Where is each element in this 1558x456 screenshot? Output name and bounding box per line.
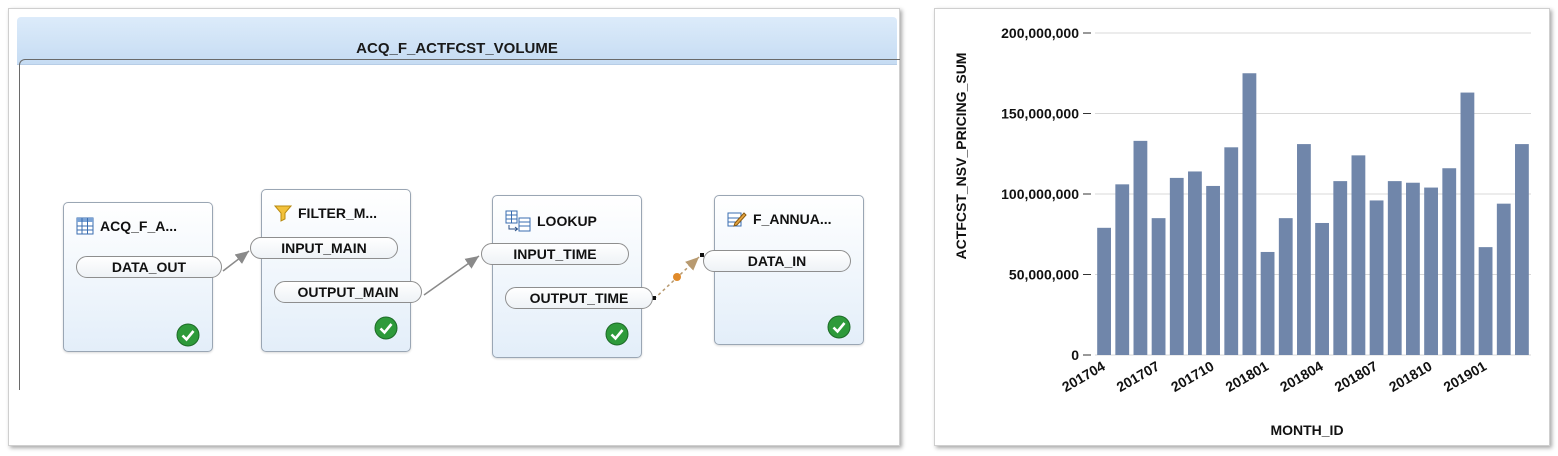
bar-201903[interactable] (1515, 144, 1529, 355)
dataflow-panel: ACQ_F_ACTFCST_VOLUME (8, 8, 900, 446)
connector-output-main-to-input-time[interactable] (423, 255, 480, 296)
bar-201712[interactable] (1242, 73, 1257, 355)
x-tick-label: 201804 (1277, 358, 1326, 395)
check-icon (374, 316, 398, 340)
y-tick-label: 0 (1071, 347, 1079, 363)
bar-201711[interactable] (1224, 147, 1239, 355)
x-tick-label: 201707 (1114, 358, 1163, 395)
port-output-main[interactable]: OUTPUT_MAIN (274, 281, 422, 303)
dataflow-title: ACQ_F_ACTFCST_VOLUME (17, 17, 897, 65)
x-tick-label: 201807 (1332, 358, 1381, 395)
connector-handle-icon[interactable] (673, 273, 681, 281)
bar-201806[interactable] (1351, 155, 1366, 355)
link-end-handle[interactable] (700, 253, 704, 257)
bar-201709[interactable] (1188, 171, 1202, 355)
x-axis-label: MONTH_ID (1270, 422, 1343, 438)
y-tick-label: 50,000,000 (1009, 267, 1079, 283)
node-label: ACQ_F_A... (100, 218, 178, 234)
bar-201901[interactable] (1478, 247, 1493, 355)
bar-201808[interactable] (1387, 181, 1402, 355)
chart-panel: 0 50,000,000 100,000,000 150,000,000 200,000… (934, 8, 1550, 446)
lookup-icon (505, 210, 531, 232)
bar-201704[interactable] (1097, 227, 1111, 355)
x-tick-label: 201801 (1223, 358, 1272, 395)
port-data-out[interactable]: DATA_OUT (76, 256, 222, 278)
bar-201807[interactable] (1369, 200, 1384, 355)
bar-201804[interactable] (1315, 222, 1329, 355)
node-f-annual-target[interactable]: F_ANNUA... DATA_IN (703, 195, 864, 345)
node-label: LOOKUP (537, 213, 597, 229)
connector-data-out-to-input-main[interactable] (222, 250, 250, 272)
bar-201801[interactable] (1260, 251, 1275, 355)
bar-201809[interactable] (1406, 182, 1420, 355)
x-tick-label: 201710 (1168, 358, 1217, 395)
bar-201803[interactable] (1297, 144, 1311, 355)
port-output-time[interactable]: OUTPUT_TIME (505, 287, 653, 309)
bar-chart: 0 50,000,000 100,000,000 150,000,000 200,000… (953, 25, 1531, 438)
bar-201902[interactable] (1496, 203, 1511, 355)
bar-201705[interactable] (1115, 184, 1130, 355)
node-label: F_ANNUA... (753, 211, 832, 227)
bar-201810[interactable] (1424, 187, 1438, 355)
bar-201812[interactable] (1460, 92, 1475, 355)
x-tick-label: 201810 (1386, 358, 1435, 395)
filter-icon (274, 205, 292, 222)
y-tick-label: 200,000,000 (1001, 25, 1079, 41)
node-label: FILTER_M... (298, 205, 378, 221)
node-filter-main[interactable]: FILTER_M... INPUT_MAIN OUTPUT_MAIN (250, 189, 422, 352)
table-icon (76, 217, 94, 235)
bar-201802[interactable] (1278, 218, 1293, 355)
bar-201710[interactable] (1206, 185, 1220, 355)
connector-layer (222, 250, 704, 300)
edit-table-icon (727, 212, 747, 227)
x-tick-label: 201704 (1059, 358, 1108, 395)
link-start-handle[interactable] (652, 296, 656, 300)
bar-201811[interactable] (1442, 168, 1457, 355)
y-tick-label: 100,000,000 (1001, 186, 1079, 202)
node-acq-source[interactable]: ACQ_F_A... DATA_OUT (63, 202, 222, 352)
port-data-in[interactable]: DATA_IN (703, 250, 851, 272)
node-lookup[interactable]: LOOKUP INPUT_TIME OUTPUT_TIME (481, 195, 653, 358)
check-icon (176, 323, 200, 347)
y-tick-label: 150,000,000 (1001, 106, 1079, 122)
x-tick-label: 201901 (1441, 358, 1490, 395)
bar-201805[interactable] (1333, 181, 1348, 355)
dataflow-canvas (19, 59, 900, 390)
y-axis-label: ACTFCST_NSV_PRICING_SUM (953, 53, 969, 260)
check-icon (605, 322, 629, 346)
bar-201708[interactable] (1169, 177, 1184, 355)
check-icon (827, 315, 851, 339)
port-input-main[interactable]: INPUT_MAIN (250, 237, 398, 259)
port-input-time[interactable]: INPUT_TIME (481, 243, 629, 265)
bar-201706[interactable] (1133, 140, 1148, 355)
bar-201707[interactable] (1151, 218, 1166, 355)
